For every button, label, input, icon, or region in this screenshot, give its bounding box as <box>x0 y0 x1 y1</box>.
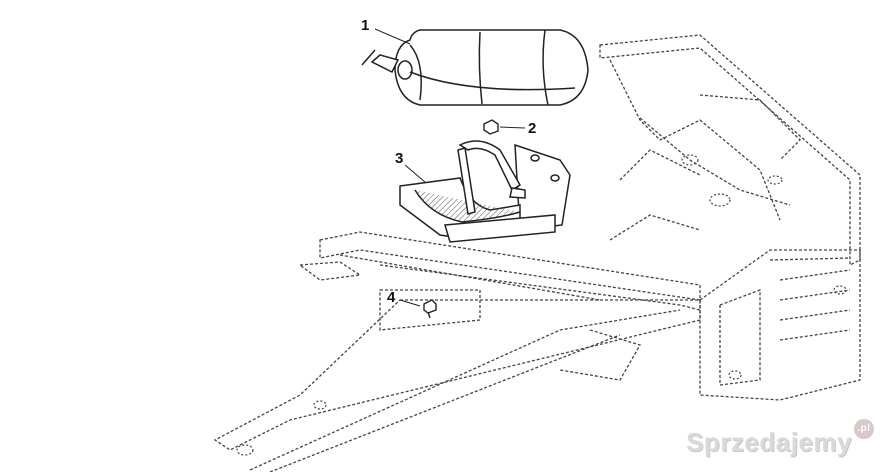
callout-2: 2 <box>528 120 537 137</box>
callout-3: 3 <box>395 150 404 167</box>
sprzedajemy-watermark: Sprzedajemy .pl <box>686 419 874 458</box>
trailer-frame <box>213 34 861 472</box>
leader-lines <box>374 28 526 307</box>
callout-4: 4 <box>387 289 396 306</box>
nut-part <box>483 119 499 135</box>
callout-1: 1 <box>361 17 370 34</box>
watermark-badge: .pl <box>854 419 874 439</box>
gas-cylinder-part <box>361 29 589 106</box>
watermark-text: Sprzedajemy <box>686 427 852 457</box>
cylinder-bracket-part <box>399 140 571 243</box>
bolt-part <box>423 299 437 319</box>
frame-detail-holes <box>236 154 847 456</box>
